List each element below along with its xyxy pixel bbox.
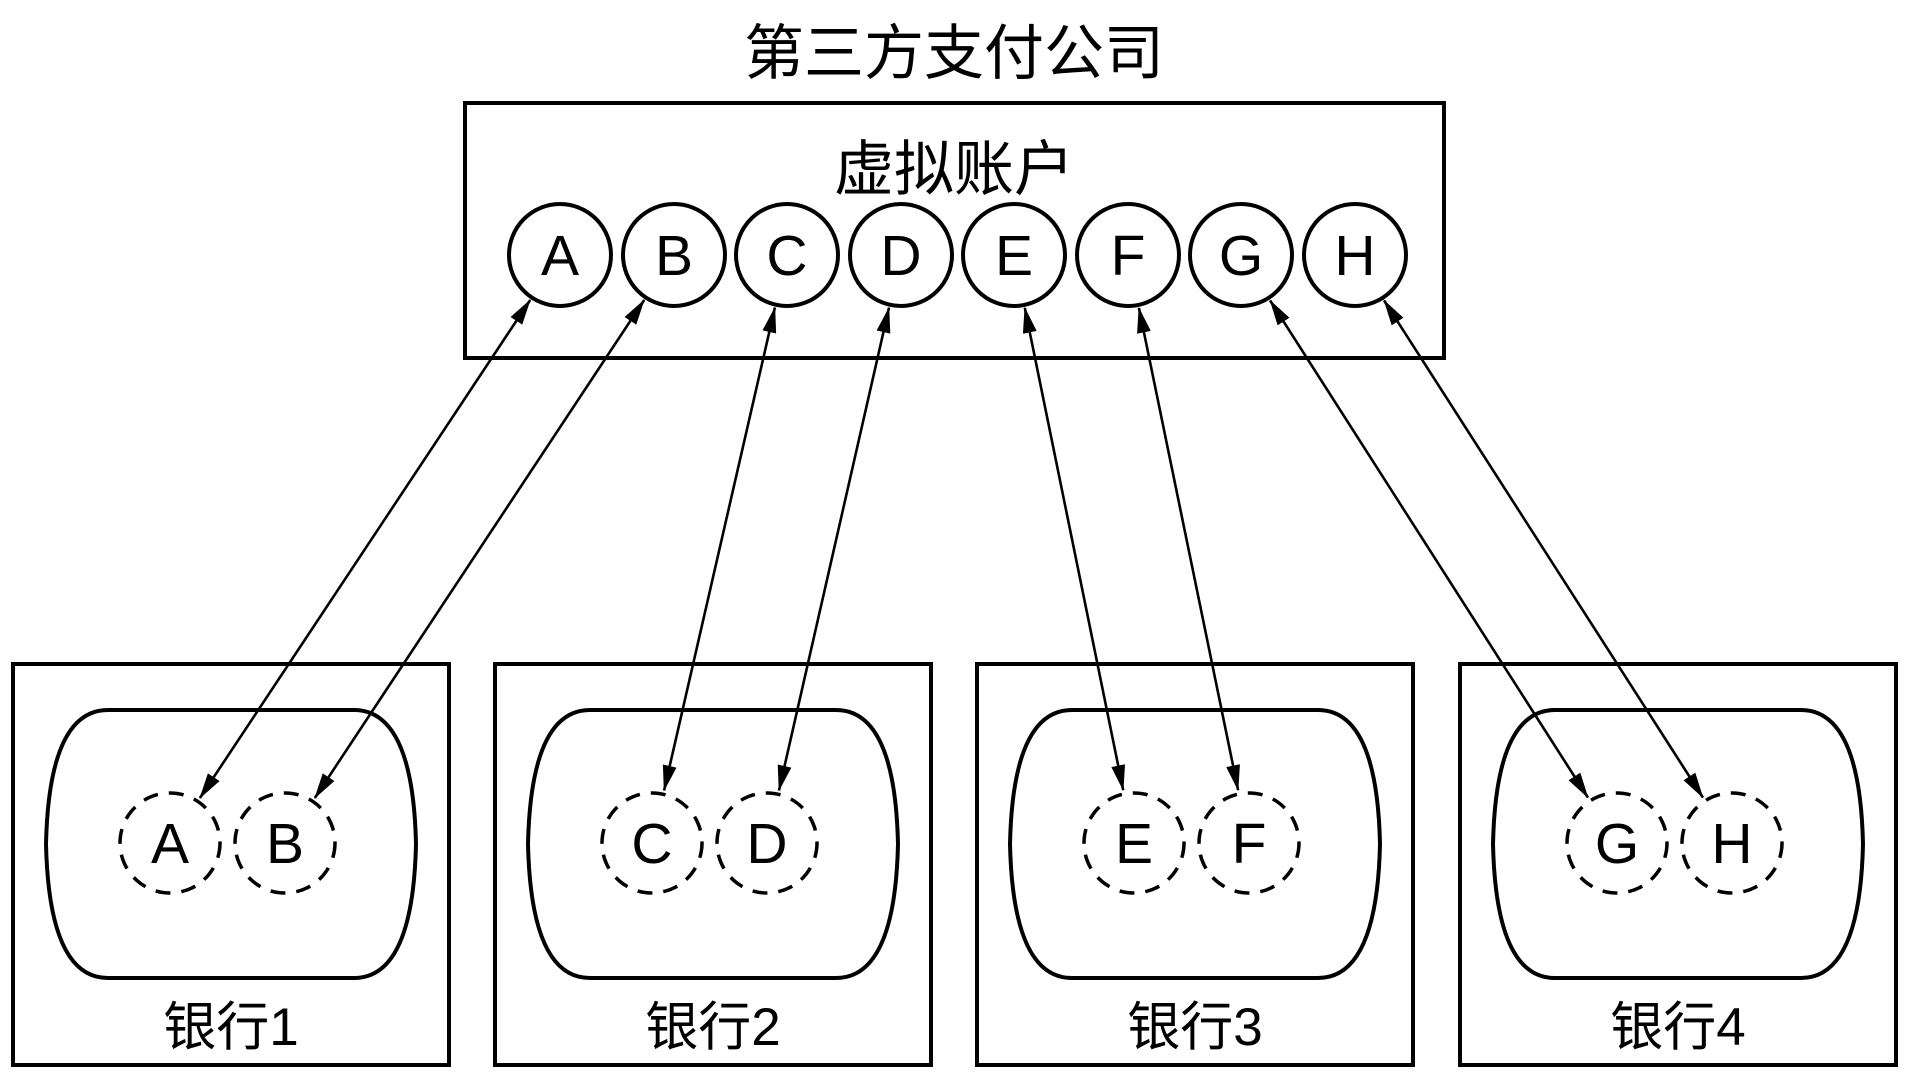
bank-1-vault-shape [43,708,419,980]
virtual-account-circle-g [1188,202,1294,308]
link-g [1269,299,1589,799]
bank-4-account-circle-g [1565,791,1669,895]
link-f [1137,306,1240,792]
bank-2-account-circle-d [715,791,819,895]
virtual-account-circle-d [848,202,954,308]
link-c [662,306,777,792]
account-links [198,299,1704,799]
bank-1-account-label-a: A [151,812,189,876]
bank-2-box [493,662,933,1067]
virtual-account-label-d: D [880,224,921,288]
virtual-account-label-h: H [1334,224,1375,288]
link-e [1022,306,1126,792]
virtual-accounts-box [463,101,1446,360]
bank-2-account-label-d: D [746,812,787,876]
virtual-account-label-a: A [541,224,579,288]
bank-2-label: 银行2 [645,998,780,1057]
bank-1-account-circle-b [233,791,337,895]
bank-3-account-circle-f [1197,791,1301,895]
bank-1: A B 银行1 [11,662,451,1067]
bank-4-account-circle-h [1680,791,1784,895]
virtual-account-circle-c [734,202,840,308]
virtual-account-label-e: E [995,224,1033,288]
link-h [1383,299,1704,799]
bank-1-account-circle-a [118,791,222,895]
virtual-account-circle-f [1075,202,1181,308]
bank-4-account-label-h: H [1711,812,1752,876]
diagram-title: 第三方支付公司 [744,20,1164,87]
virtual-account-circle-e [961,202,1067,308]
bank-3-account-circle-e [1082,791,1186,895]
bank-3-box [975,662,1415,1067]
virtual-account-label-b: B [655,224,693,288]
virtual-account-label-g: G [1219,224,1263,288]
bank-2-account-label-c: C [631,812,672,876]
link-d [777,306,891,792]
virtual-account-label-c: C [766,224,807,288]
virtual-account-row: A B C D E F G H [507,202,1408,308]
bank-1-box [11,662,451,1067]
bank-4-box [1458,662,1898,1067]
bank-4-label: 银行4 [1610,998,1745,1057]
bank-4-account-label-g: G [1595,812,1639,876]
bank-1-account-label-b: B [266,812,304,876]
link-b [313,299,646,799]
bank-3: E F 银行3 [975,662,1415,1067]
virtual-account-label-f: F [1111,224,1146,288]
virtual-box-label: 虚拟账户 [834,136,1074,203]
virtual-account-circle-b [621,202,727,308]
bank-2-account-circle-c [600,791,704,895]
bank-4-vault-shape [1490,708,1866,980]
bank-3-vault-shape [1007,708,1383,980]
bank-3-label: 银行3 [1127,998,1262,1057]
bank-1-label: 银行1 [163,998,298,1057]
bank-2: C D 银行2 [493,662,933,1067]
bank-3-account-label-e: E [1115,812,1153,876]
bank-3-account-label-f: F [1232,812,1267,876]
bank-4: G H 银行4 [1458,662,1898,1067]
bank-2-vault-shape [525,708,901,980]
